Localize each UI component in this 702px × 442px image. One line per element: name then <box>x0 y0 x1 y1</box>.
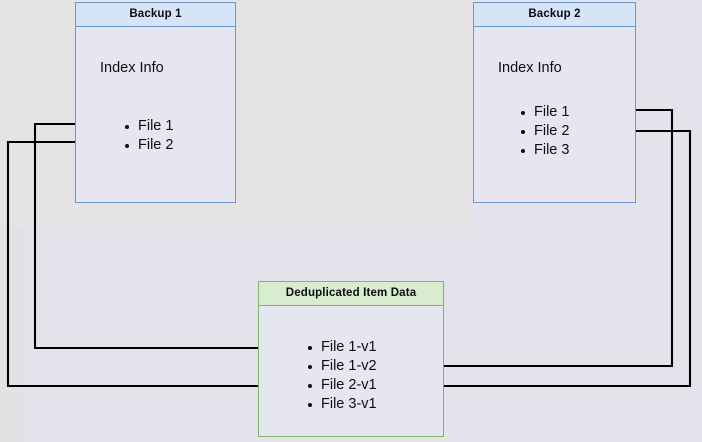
node-backup2-file-list: File 1 File 2 File 3 <box>518 103 569 160</box>
node-dedup-item-list: File 1-v1 File 1-v2 File 2-v1 File 3-v1 <box>305 338 377 414</box>
node-backup1-body: Index Info File 1 File 2 <box>76 27 235 202</box>
list-item: File 1 <box>122 117 173 136</box>
list-item: File 2 <box>518 122 569 141</box>
list-item: File 1-v1 <box>305 338 377 357</box>
node-backup2-body: Index Info File 1 File 2 File 3 <box>474 27 635 202</box>
node-backup2[interactable]: Backup 2 Index Info File 1 File 2 File 3 <box>473 2 636 203</box>
list-item: File 1 <box>518 103 569 122</box>
node-backup1[interactable]: Backup 1 Index Info File 1 File 2 <box>75 2 236 203</box>
node-backup2-caption: Index Info <box>498 60 562 76</box>
node-backup1-header: Backup 1 <box>76 3 235 27</box>
list-item: File 3 <box>518 141 569 160</box>
node-deduplicated-item-data[interactable]: Deduplicated Item Data File 1-v1 File 1-… <box>258 281 444 437</box>
node-backup1-file-list: File 1 File 2 <box>122 117 173 155</box>
node-dedup-header: Deduplicated Item Data <box>259 282 443 306</box>
list-item: File 2 <box>122 136 173 155</box>
node-backup2-header: Backup 2 <box>474 3 635 27</box>
node-dedup-body: File 1-v1 File 1-v2 File 2-v1 File 3-v1 <box>259 306 443 436</box>
list-item: File 2-v1 <box>305 376 377 395</box>
list-item: File 3-v1 <box>305 395 377 414</box>
node-backup1-caption: Index Info <box>100 60 164 76</box>
list-item: File 1-v2 <box>305 357 377 376</box>
